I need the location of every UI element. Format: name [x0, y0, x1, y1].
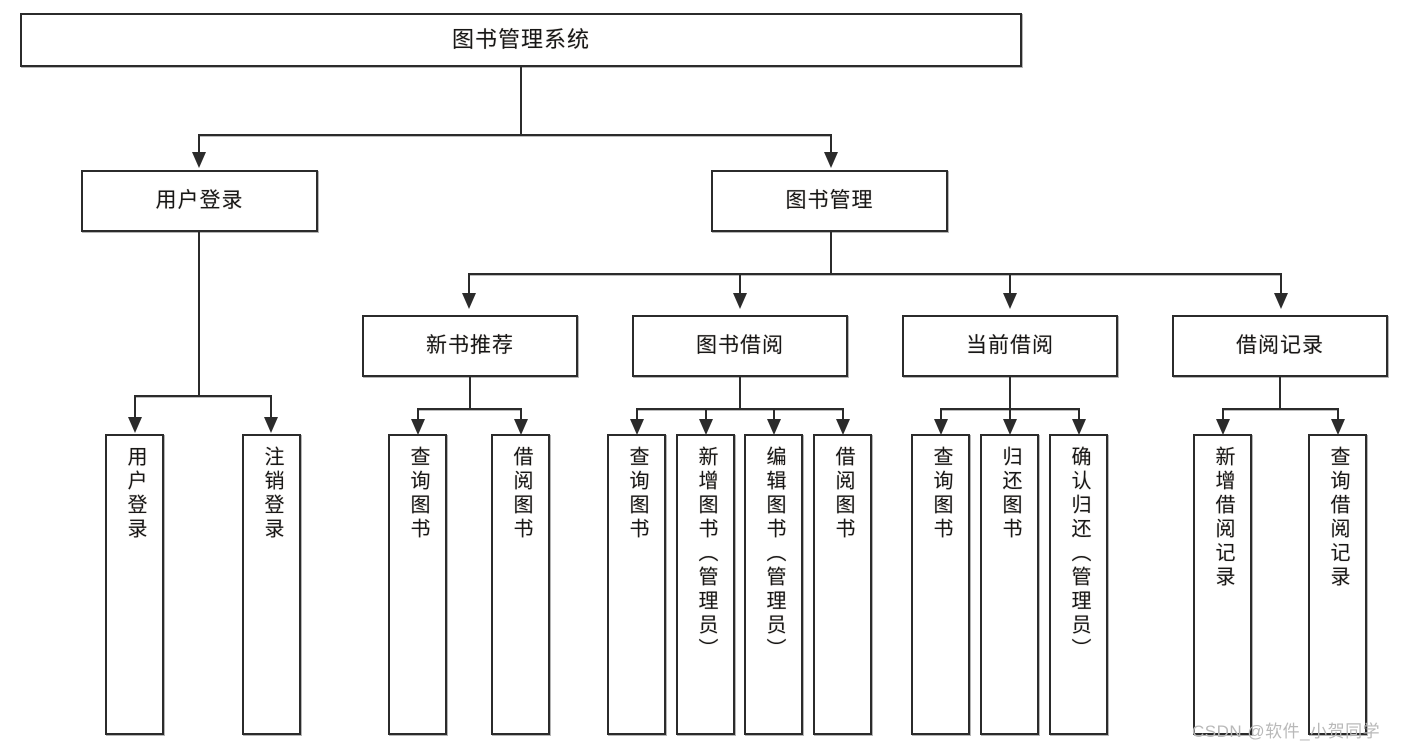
connector-root-to-user-login — [198, 134, 200, 152]
arrow-bm-to-borrow-record — [1274, 293, 1288, 309]
node-borrow-record[interactable]: 借阅记录 — [1172, 315, 1388, 377]
arrow-bb-to-leaf-4 — [836, 419, 850, 435]
node-label: 新增图书（管理员） — [695, 446, 717, 662]
connector-new-book-stem — [469, 377, 471, 409]
leaf-add-borrow-record[interactable]: 新增借阅记录 — [1193, 434, 1252, 735]
connector-nb-to-leaf-2 — [520, 408, 522, 420]
connector-nb-to-leaf-1 — [417, 408, 419, 420]
node-label: 查询图书 — [930, 446, 952, 542]
node-label: 查询图书 — [626, 446, 648, 542]
arrow-bm-to-book-borrow — [733, 293, 747, 309]
node-label: 查询借阅记录 — [1327, 446, 1349, 590]
leaf-query-borrow-record[interactable]: 查询借阅记录 — [1308, 434, 1367, 735]
arrow-nb-to-leaf-2 — [514, 419, 528, 435]
connector-root-stem — [520, 67, 522, 135]
connector-bm-to-book-borrow — [739, 273, 741, 293]
leaf-add-book-admin[interactable]: 新增图书（管理员） — [676, 434, 735, 735]
connector-borrow-record-bar — [1222, 408, 1339, 410]
connector-user-login-bar — [134, 395, 271, 397]
node-label: 图书借阅 — [696, 333, 784, 357]
node-label: 新书推荐 — [426, 333, 514, 357]
arrow-bb-to-leaf-1 — [630, 419, 644, 435]
leaf-borrow-book-new[interactable]: 借阅图书 — [491, 434, 550, 735]
arrow-root-to-book-management — [824, 152, 838, 168]
node-new-book-recommendation[interactable]: 新书推荐 — [362, 315, 578, 377]
node-label: 当前借阅 — [966, 333, 1054, 357]
connector-bb-to-leaf-3 — [773, 408, 775, 420]
leaf-query-book-new[interactable]: 查询图书 — [388, 434, 447, 735]
connector-book-borrow-bar — [636, 408, 844, 410]
leaf-user-login[interactable]: 用户登录 — [105, 434, 164, 735]
connector-bm-to-borrow-record — [1280, 273, 1282, 293]
arrow-bb-to-leaf-3 — [767, 419, 781, 435]
connector-current-borrow-stem — [1009, 377, 1011, 409]
connector-borrow-record-stem — [1279, 377, 1281, 409]
connector-user-login-to-leaf-1 — [134, 395, 136, 417]
connector-cb-to-leaf-1 — [940, 408, 942, 420]
leaf-logout[interactable]: 注销登录 — [242, 434, 301, 735]
connector-book-management-bar — [468, 273, 1282, 275]
arrow-user-login-to-leaf-1 — [128, 417, 142, 433]
node-book-borrow[interactable]: 图书借阅 — [632, 315, 848, 377]
connector-cb-to-leaf-3 — [1078, 408, 1080, 420]
leaf-confirm-return-admin[interactable]: 确认归还（管理员） — [1049, 434, 1108, 735]
node-label: 确认归还（管理员） — [1068, 446, 1090, 662]
connector-br-to-leaf-1 — [1222, 408, 1224, 420]
leaf-query-book-borrow[interactable]: 查询图书 — [607, 434, 666, 735]
node-label: 借阅图书 — [510, 446, 532, 542]
connector-book-management-stem — [830, 232, 832, 274]
node-book-management[interactable]: 图书管理 — [711, 170, 948, 232]
connector-bb-to-leaf-2 — [705, 408, 707, 420]
connector-br-to-leaf-2 — [1337, 408, 1339, 420]
node-label: 图书管理 — [785, 188, 874, 212]
arrow-nb-to-leaf-1 — [411, 419, 425, 435]
node-label: 用户登录 — [124, 446, 146, 542]
connector-bm-to-new-book — [468, 273, 470, 293]
connector-bb-to-leaf-4 — [842, 408, 844, 420]
node-label: 归还图书 — [999, 446, 1021, 542]
node-user-login[interactable]: 用户登录 — [81, 170, 318, 232]
node-label: 查询图书 — [407, 446, 429, 542]
arrow-bm-to-new-book — [462, 293, 476, 309]
connector-bb-to-leaf-1 — [636, 408, 638, 420]
node-label: 图书管理系统 — [451, 27, 590, 53]
arrow-bm-to-current-borrow — [1003, 293, 1017, 309]
arrow-bb-to-leaf-2 — [699, 419, 713, 435]
arrow-cb-to-leaf-1 — [934, 419, 948, 435]
connector-root-bar — [198, 134, 832, 136]
leaf-borrow-book[interactable]: 借阅图书 — [813, 434, 872, 735]
arrow-br-to-leaf-1 — [1216, 419, 1230, 435]
leaf-return-book[interactable]: 归还图书 — [980, 434, 1039, 735]
node-label: 新增借阅记录 — [1212, 446, 1234, 590]
connector-root-to-book-management — [830, 134, 832, 152]
connector-user-login-stem — [198, 232, 200, 396]
leaf-edit-book-admin[interactable]: 编辑图书（管理员） — [744, 434, 803, 735]
connector-user-login-to-leaf-2 — [270, 395, 272, 417]
arrow-br-to-leaf-2 — [1331, 419, 1345, 435]
arrow-root-to-user-login — [192, 152, 206, 168]
connector-cb-to-leaf-2 — [1009, 408, 1011, 420]
connector-book-borrow-stem — [739, 377, 741, 409]
arrow-cb-to-leaf-3 — [1072, 419, 1086, 435]
connector-new-book-bar — [417, 408, 522, 410]
node-root-book-management-system[interactable]: 图书管理系统 — [20, 13, 1022, 67]
node-label: 编辑图书（管理员） — [763, 446, 785, 662]
leaf-query-book-current[interactable]: 查询图书 — [911, 434, 970, 735]
arrow-user-login-to-leaf-2 — [264, 417, 278, 433]
node-label: 用户登录 — [155, 188, 244, 212]
watermark-text: CSDN @软件_小贺同学 — [1192, 722, 1381, 741]
node-current-borrow[interactable]: 当前借阅 — [902, 315, 1118, 377]
connector-bm-to-current-borrow — [1009, 273, 1011, 293]
node-label: 借阅记录 — [1236, 333, 1324, 357]
arrow-cb-to-leaf-2 — [1003, 419, 1017, 435]
node-label: 注销登录 — [261, 446, 283, 542]
node-label: 借阅图书 — [832, 446, 854, 542]
